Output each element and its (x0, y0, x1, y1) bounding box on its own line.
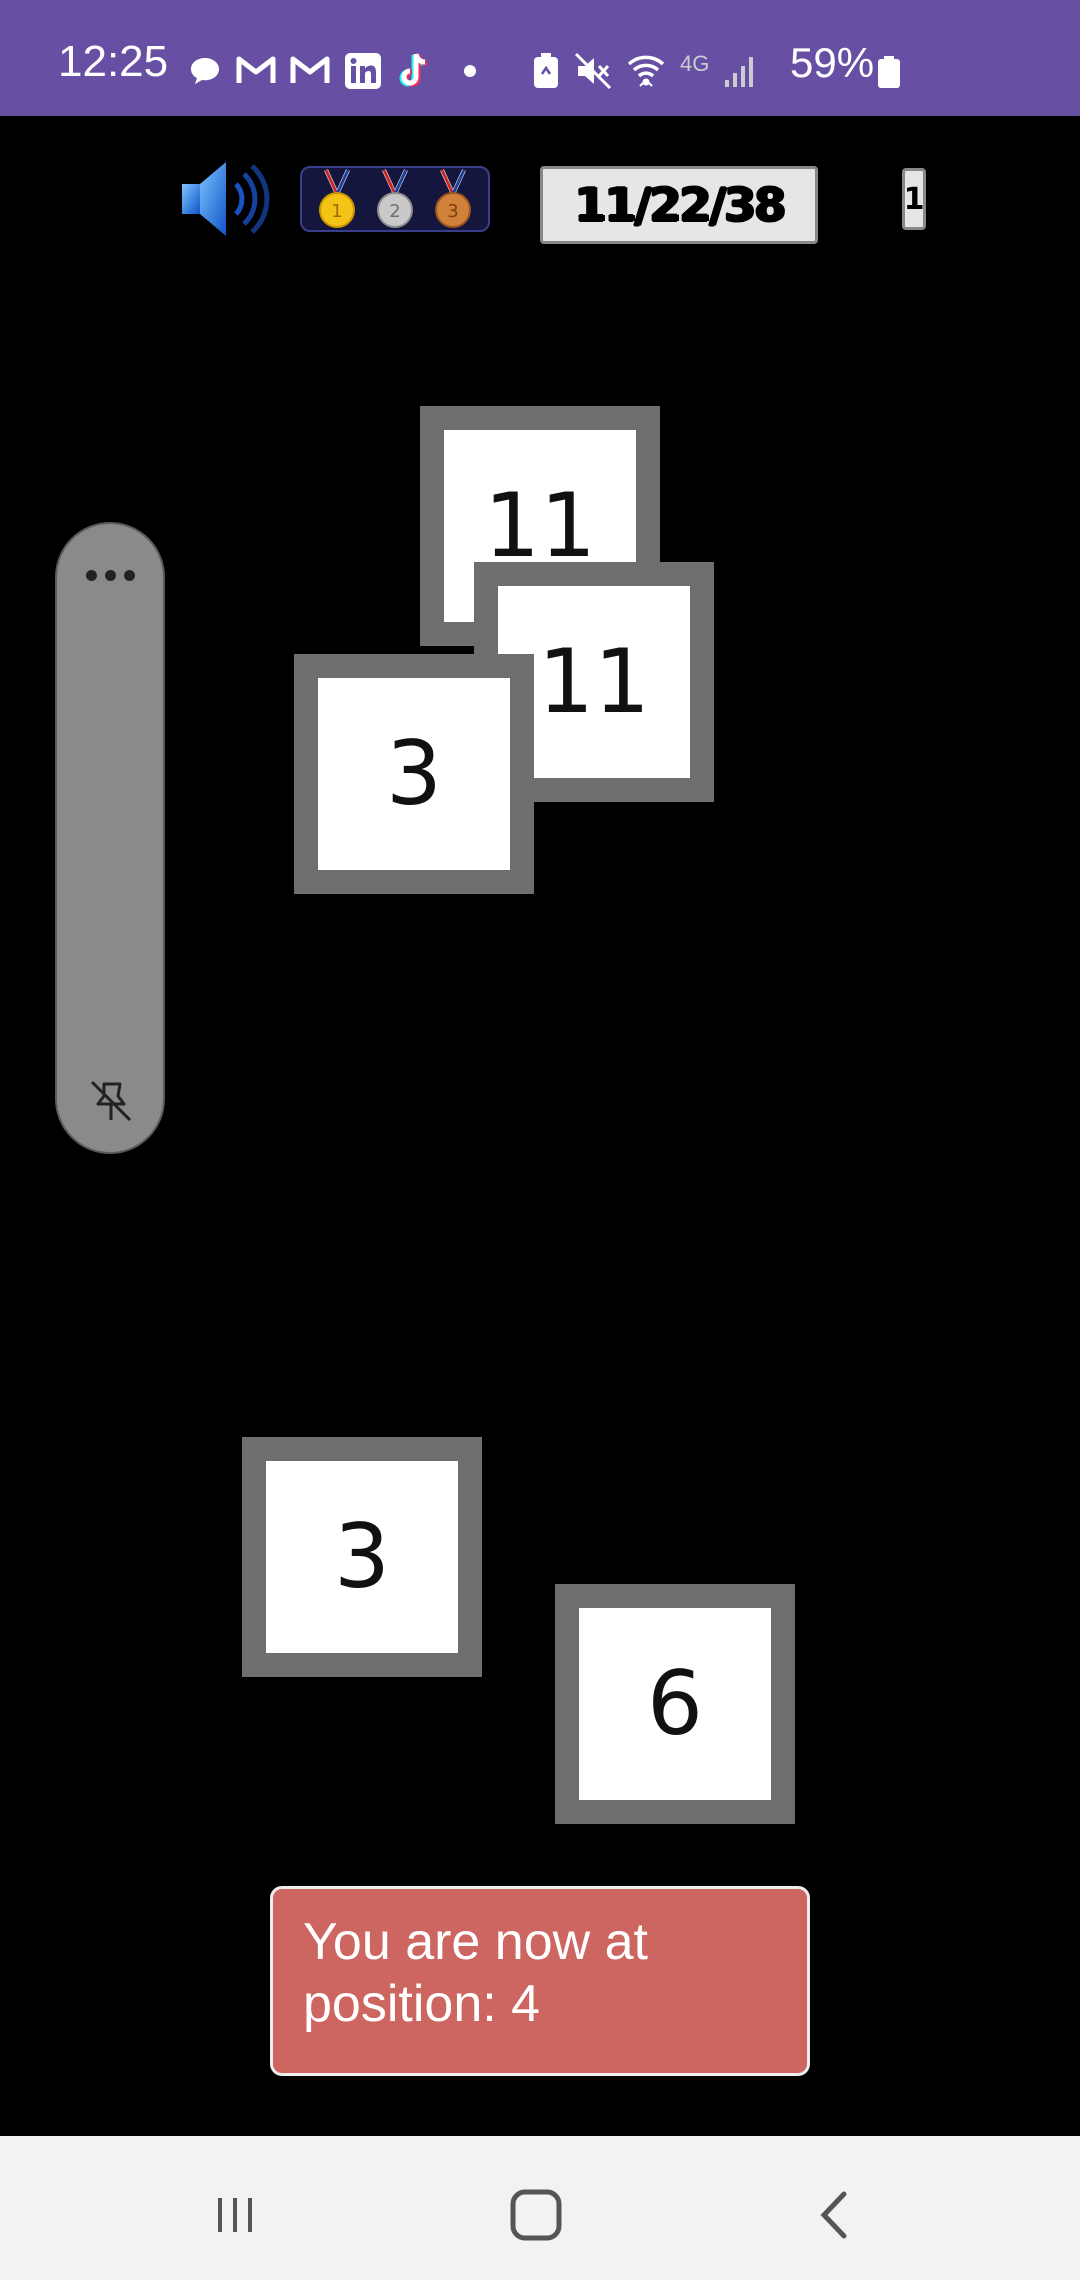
status-time: 12:25 (58, 37, 169, 86)
gmail-icon (236, 51, 276, 91)
medal-number: 2 (389, 201, 400, 222)
back-icon (820, 2191, 847, 2239)
gmail-icon (290, 51, 330, 91)
number-tile[interactable]: 3 (242, 1437, 482, 1677)
count-display: 1 (902, 168, 926, 230)
bronze-medal-icon: 3 (435, 169, 471, 228)
mute-icon (574, 51, 612, 91)
battery-percent: 59% (790, 39, 875, 86)
floating-side-panel[interactable] (55, 522, 165, 1154)
gold-medal-icon: 1 (319, 169, 355, 228)
home-icon (510, 2189, 562, 2241)
navigation-bar (0, 2136, 1080, 2280)
wifi-icon (626, 51, 666, 91)
recents-button[interactable] (200, 2180, 270, 2250)
medal-number: 1 (331, 201, 342, 222)
speaker-icon[interactable] (180, 158, 272, 240)
unpin-icon[interactable] (86, 1076, 136, 1126)
back-button[interactable] (800, 2180, 870, 2250)
number-tile[interactable]: 6 (555, 1584, 795, 1824)
signal-icon (723, 51, 759, 91)
silver-medal-icon: 2 (377, 169, 413, 228)
network-type: 4G (680, 51, 710, 76)
battery-icon (878, 56, 900, 88)
notification-icons (188, 48, 476, 94)
tiktok-icon (396, 51, 430, 91)
system-icons: 4G (532, 48, 759, 94)
medal-number: 3 (447, 201, 458, 222)
battery-saver-icon (532, 51, 560, 91)
dot-icon (464, 51, 476, 91)
chat-icon (188, 51, 222, 91)
leaderboard-medals[interactable]: 1 2 3 (300, 166, 490, 232)
recents-icon (218, 2198, 252, 2232)
number-tile[interactable]: 3 (294, 654, 534, 894)
status-bar: 12:25 4G 59% (0, 0, 1080, 116)
position-toast: You are now at position: 4 (270, 1886, 810, 2076)
linkedin-icon (344, 51, 382, 91)
more-dots-icon[interactable] (57, 570, 163, 581)
home-button[interactable] (501, 2180, 571, 2250)
score-display: 11/22/38 (540, 166, 818, 244)
